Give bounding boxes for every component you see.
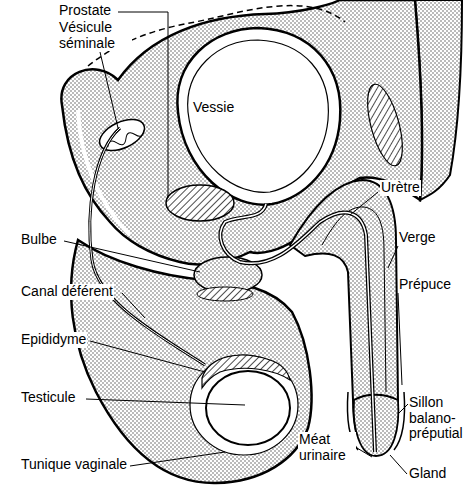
pubic-symphysis	[361, 81, 410, 169]
vas-deferens	[90, 128, 205, 365]
part-label: Epididyme	[20, 332, 87, 348]
leader-line	[388, 246, 398, 268]
prostate-gland	[166, 185, 234, 221]
leader-line	[64, 241, 200, 272]
part-label: Gland	[408, 466, 447, 482]
scrotum	[71, 240, 311, 483]
part-label: Prépuce	[398, 277, 452, 293]
vas-deferens-lumen	[90, 128, 205, 365]
part-label: Urètre	[380, 180, 421, 196]
penis-shaft	[290, 180, 398, 432]
leader-lines	[64, 12, 408, 474]
part-label: Vésicule séminale	[58, 20, 132, 51]
part-label: Méat urinaire	[298, 432, 356, 463]
part-label: Sillon balano-préputial	[408, 395, 472, 442]
part-label: Canal déférent	[20, 284, 114, 300]
testis-shape	[206, 371, 290, 445]
leader-line	[130, 452, 225, 466]
part-label: Testicule	[20, 390, 76, 406]
leader-line	[398, 293, 402, 385]
part-label: Vessie	[192, 100, 235, 116]
leader-line	[100, 52, 118, 128]
leader-line	[390, 455, 407, 474]
leader-line	[350, 192, 378, 215]
part-label: Tunique vaginale	[20, 457, 128, 473]
leader-line	[86, 399, 245, 405]
part-label: Verge	[398, 230, 437, 246]
bladder-wall	[177, 28, 340, 205]
prepuce-fold	[394, 392, 405, 450]
leader-line	[398, 404, 408, 414]
part-label: Bulbe	[20, 232, 58, 248]
cavernous-body-line	[322, 207, 386, 392]
part-label: Prostate	[58, 3, 112, 19]
leader-line	[90, 341, 205, 372]
bulb-muscle	[197, 287, 253, 301]
epididymis-shape	[202, 355, 290, 388]
bladder-lumen	[188, 40, 329, 192]
leader-line	[122, 293, 145, 318]
